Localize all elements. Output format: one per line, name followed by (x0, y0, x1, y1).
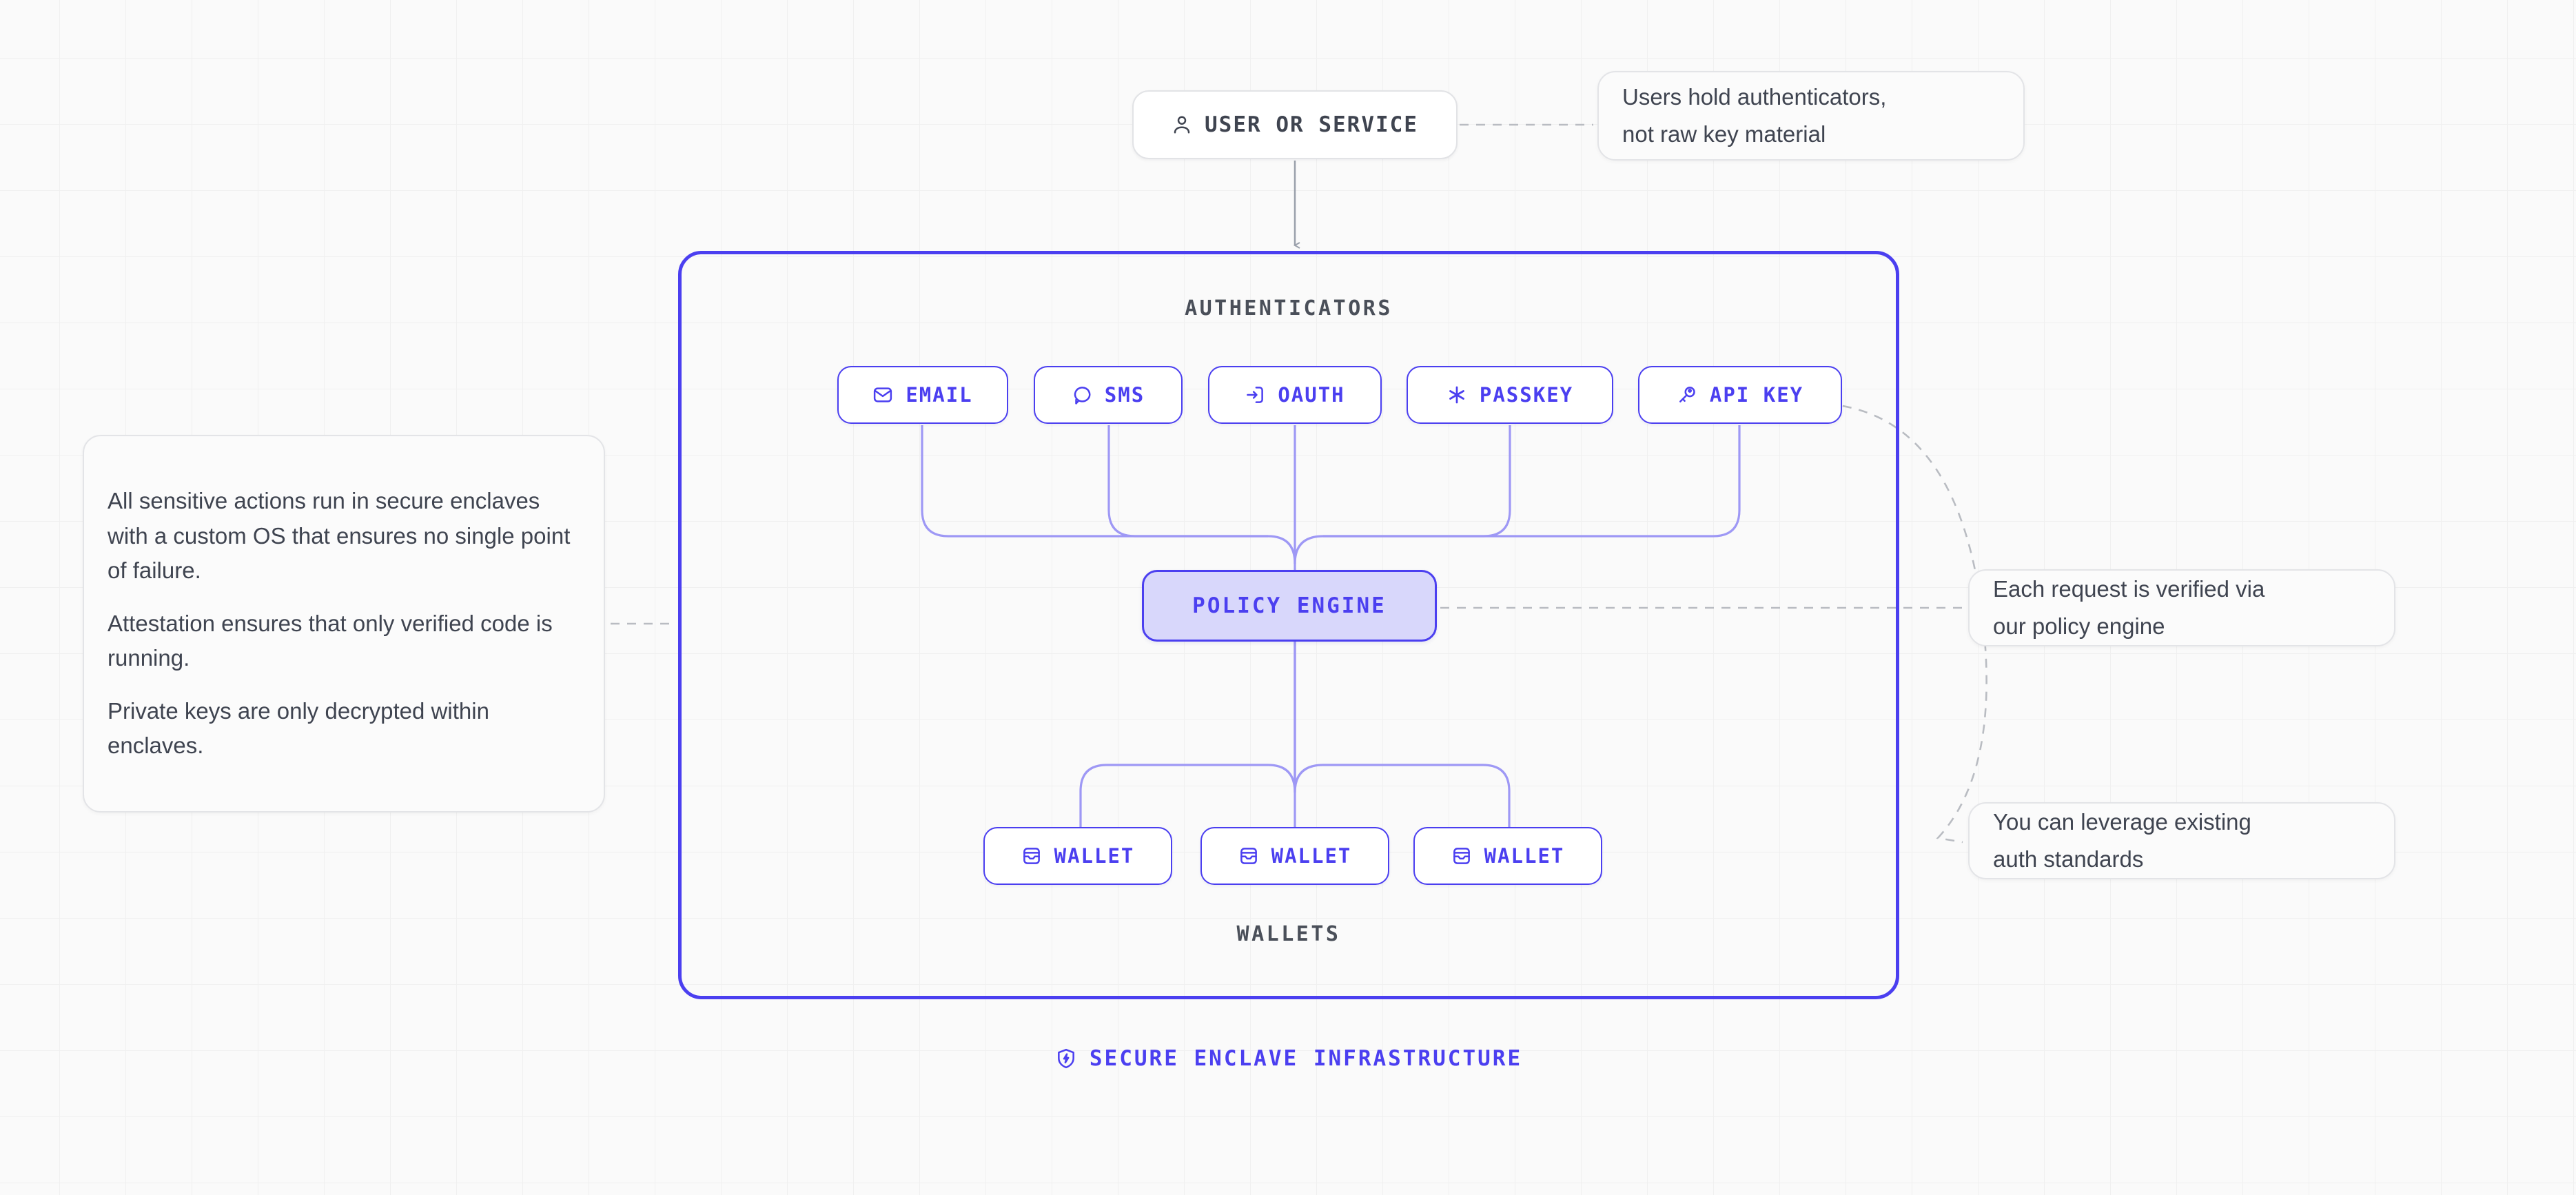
chat-bubble-icon (1072, 385, 1092, 405)
user-or-service-node[interactable]: USER OR SERVICE (1132, 90, 1458, 159)
secure-enclave-infrastructure-badge: SECURE ENCLAVE INFRASTRUCTURE (678, 1046, 1899, 1071)
callout-standards-line1: You can leverage existing (1993, 808, 2251, 835)
wallet-icon (1021, 846, 1042, 866)
wallet-chip-2[interactable]: WALLET (1200, 827, 1389, 885)
callout-enclave-paragraph-1: All sensitive actions run in secure encl… (108, 488, 571, 583)
envelope-icon (872, 385, 893, 405)
policy-engine-label: POLICY ENGINE (1192, 593, 1387, 618)
authenticators-section-title: AUTHENTICATORS (1185, 296, 1393, 320)
wallet-label: WALLET (1484, 844, 1565, 868)
wallet-chip-3[interactable]: WALLET (1413, 827, 1602, 885)
authenticator-label: OAUTH (1278, 383, 1345, 407)
asterisk-icon (1447, 385, 1467, 405)
authenticator-label: SMS (1104, 383, 1145, 407)
callout-policy-line2: our policy engine (1993, 613, 2165, 639)
callout-enclave-paragraph-2: Attestation ensures that only verified c… (108, 610, 553, 671)
authenticator-chip-api-key[interactable]: API KEY (1638, 366, 1842, 424)
authenticator-label: API KEY (1709, 383, 1804, 407)
wallet-chip-1[interactable]: WALLET (983, 827, 1172, 885)
authenticator-chip-sms[interactable]: SMS (1034, 366, 1183, 424)
callout-policy-engine: Each request is verified via our policy … (1968, 569, 2395, 646)
shield-bolt-icon (1055, 1047, 1077, 1070)
wallet-label: WALLET (1054, 844, 1135, 868)
callout-policy-line1: Each request is verified via (1993, 575, 2265, 602)
key-icon (1677, 385, 1697, 405)
policy-engine-node[interactable]: POLICY ENGINE (1142, 570, 1437, 642)
wallet-label: WALLET (1271, 844, 1352, 868)
authenticator-label: PASSKEY (1479, 383, 1574, 407)
callout-users: Users hold authenticators, not raw key m… (1597, 71, 2025, 161)
secure-enclave-frame (678, 251, 1899, 999)
callout-auth-standards: You can leverage existing auth standards (1968, 802, 2395, 879)
callout-standards-line2: auth standards (1993, 846, 2144, 872)
authenticator-chip-oauth[interactable]: OAUTH (1208, 366, 1382, 424)
callout-enclave-paragraph-3: Private keys are only decrypted within e… (108, 698, 489, 759)
wallets-section-title: WALLETS (1236, 922, 1341, 946)
authenticator-chip-passkey[interactable]: PASSKEY (1407, 366, 1613, 424)
callout-secure-enclaves: All sensitive actions run in secure encl… (83, 435, 605, 813)
user-icon (1172, 114, 1192, 136)
wallet-icon (1451, 846, 1472, 866)
authenticator-chip-email[interactable]: EMAIL (837, 366, 1008, 424)
user-or-service-label: USER OR SERVICE (1205, 112, 1418, 137)
footer-badge-label: SECURE ENCLAVE INFRASTRUCTURE (1089, 1046, 1523, 1071)
login-arrow-icon (1245, 385, 1265, 405)
callout-users-line2: not raw key material (1622, 121, 1826, 147)
authenticator-label: EMAIL (906, 383, 973, 407)
wallet-icon (1238, 846, 1259, 866)
callout-users-line1: Users hold authenticators, (1622, 83, 1887, 110)
